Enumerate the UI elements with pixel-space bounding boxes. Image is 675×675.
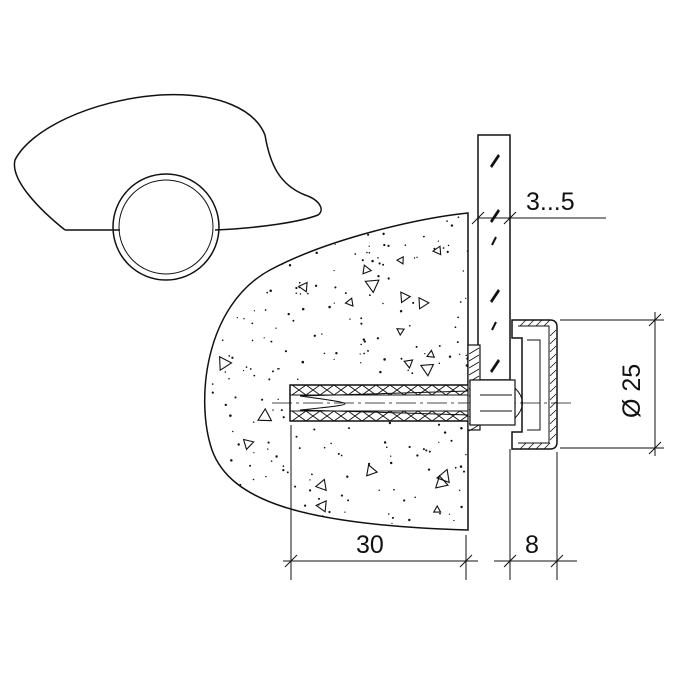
- cap-seat: [514, 339, 541, 431]
- concrete-aggregate-texture: [204, 215, 468, 530]
- glass-pane-body: [477, 134, 511, 381]
- dim-diameter-label: Ø 25: [618, 364, 646, 418]
- spacer-washer: [467, 344, 516, 432]
- dimension-glass-gap: 3...5: [471, 188, 606, 225]
- glass-pane: [477, 134, 511, 381]
- dim-cap-label: 8: [525, 531, 539, 559]
- dimension-diameter: Ø 25: [560, 312, 664, 456]
- round-bar-outer: [112, 173, 220, 281]
- cap-hatch: [519, 319, 557, 450]
- dim-gap-label: 3...5: [526, 188, 575, 216]
- dimension-embed-depth: 30: [283, 425, 478, 580]
- dim-depth-label: 30: [356, 531, 384, 559]
- cap-outer: [511, 319, 558, 450]
- glass-section-marks: [490, 154, 500, 373]
- round-bar-inner: [118, 179, 214, 275]
- cap-nut: [511, 319, 558, 450]
- clamp-silhouette: [13, 93, 322, 231]
- concrete-section: [203, 212, 469, 531]
- dimension-cap-height: 8: [494, 452, 577, 580]
- overview-sketch: [13, 93, 322, 281]
- anchor-screw: [299, 390, 471, 416]
- anchor-sleeve: [272, 384, 575, 422]
- concrete-outline: [203, 212, 469, 531]
